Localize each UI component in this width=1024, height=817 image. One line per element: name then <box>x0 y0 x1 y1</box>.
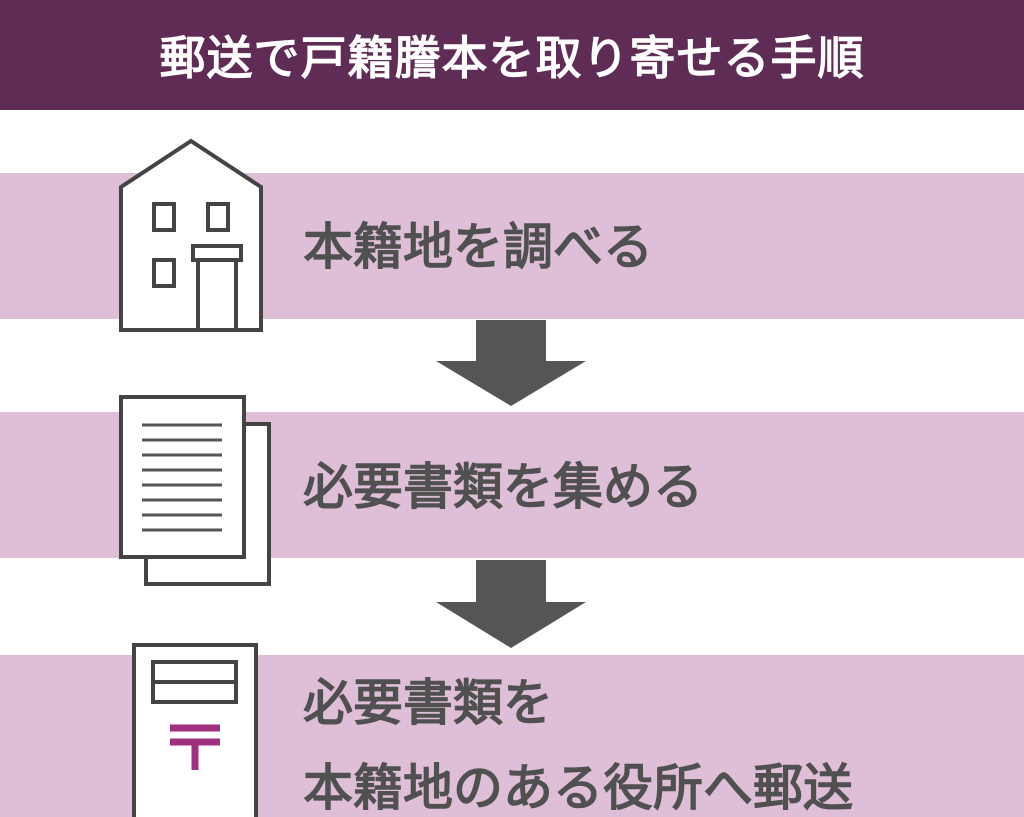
step-2-label: 必要書類を集める <box>303 458 703 516</box>
page-title: 郵送で戸籍謄本を取り寄せる手順 <box>159 31 865 85</box>
step-1-label: 本籍地を調べる <box>303 218 653 276</box>
step-3-label-line1: 必要書類を <box>303 674 553 732</box>
header: 郵送で戸籍謄本を取り寄せる手順 <box>0 0 1024 110</box>
step-3-label-line2: 本籍地のある役所へ郵送 <box>303 759 853 817</box>
